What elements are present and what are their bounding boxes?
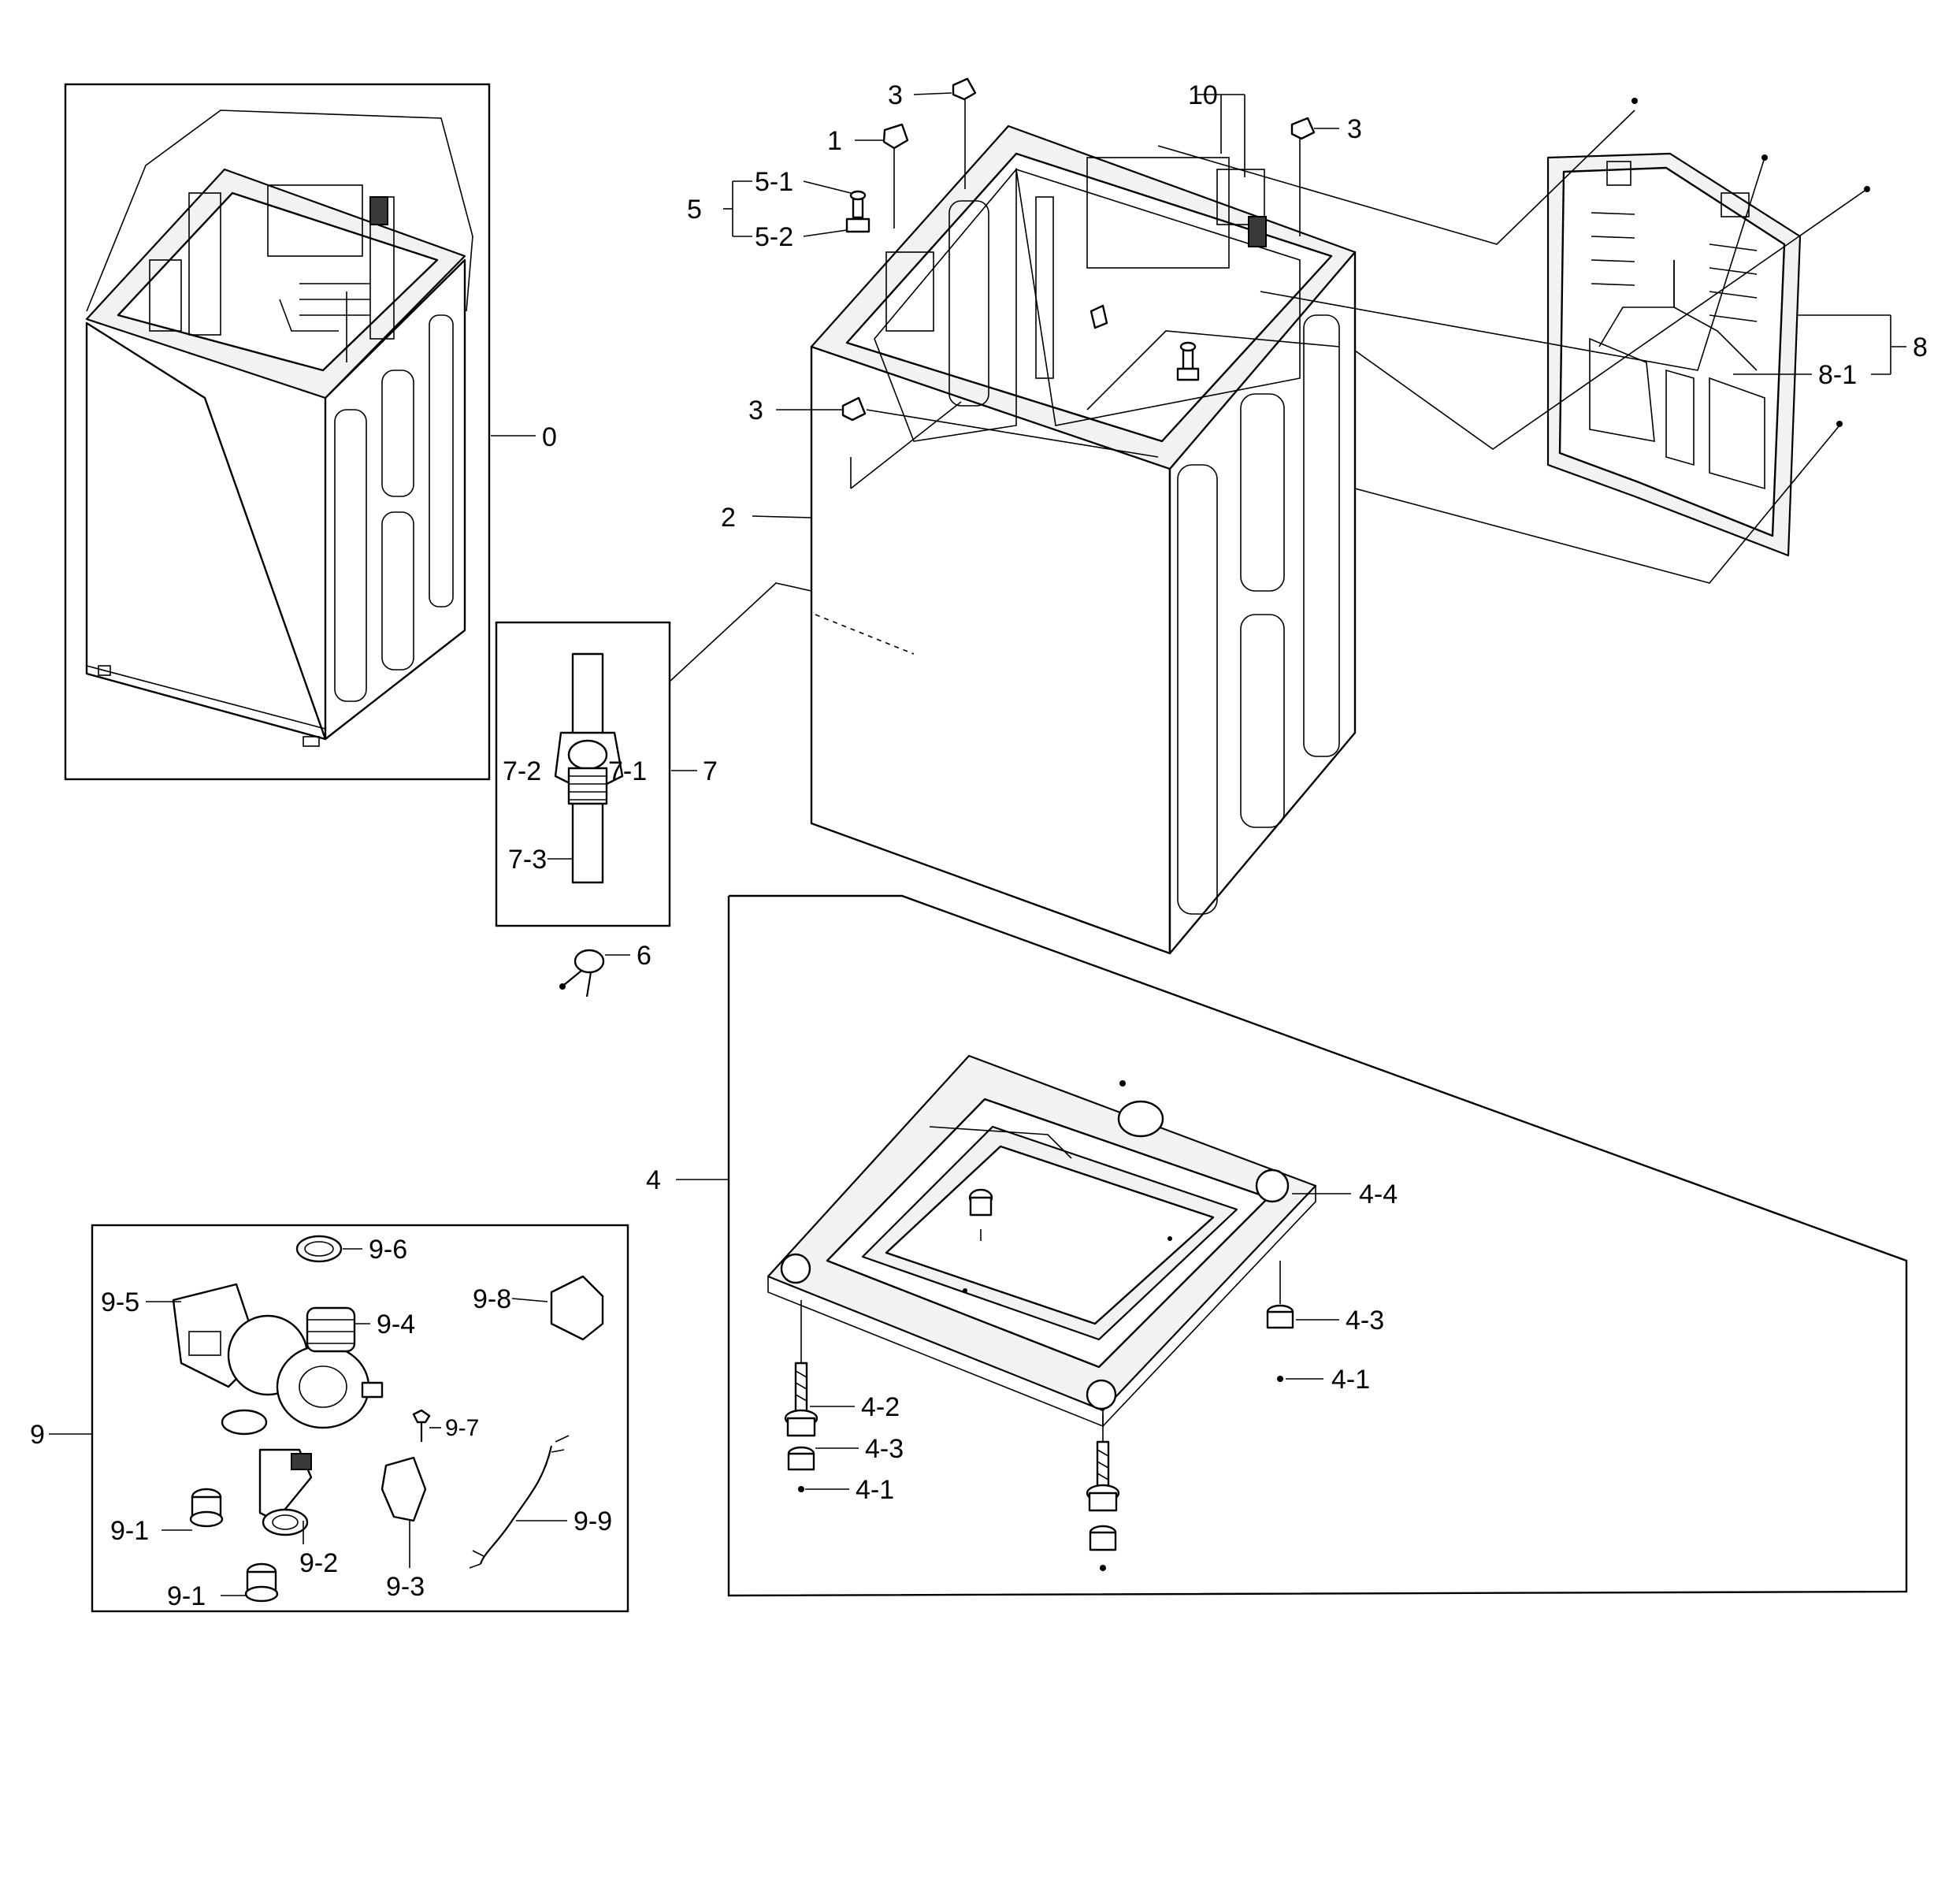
callout-9-5: 9-5: [101, 1287, 139, 1317]
callout-9: 9: [30, 1420, 45, 1450]
callout-9-1-upper: 9-1: [110, 1516, 149, 1546]
drain-hose-icon: [495, 621, 671, 927]
callout-5-1: 5-1: [755, 167, 793, 197]
callout-4-4: 4-4: [1359, 1180, 1398, 1209]
callout-4-2: 4-2: [861, 1392, 900, 1422]
callout-9-7: 9-7: [445, 1415, 479, 1441]
callout-4-3-right: 4-3: [1346, 1306, 1384, 1336]
hinge-pin-icon: [845, 190, 1200, 381]
callout-9-6: 9-6: [369, 1235, 407, 1265]
back-panel-icon: [1546, 98, 1870, 557]
callout-3-right: 3: [1347, 114, 1362, 144]
callout-9-1-lower: 9-1: [167, 1581, 206, 1611]
clamp-icon: [559, 949, 605, 998]
callout-4: 4: [646, 1165, 661, 1195]
callouts: 0 1 2 3 3 3 5 5-1 5-2 10 8 8-1 7 7-1 7-2…: [30, 80, 1928, 1611]
callout-7-2: 7-2: [503, 756, 541, 786]
leveling-leg-icon: [784, 1362, 1120, 1512]
callout-5: 5: [687, 195, 702, 225]
callout-10: 10: [1188, 80, 1218, 110]
callout-8-1: 8-1: [1818, 360, 1857, 390]
drain-pump-icon: [91, 1224, 629, 1613]
callout-9-4: 9-4: [377, 1310, 415, 1339]
pump-cap-icon: [189, 1488, 279, 1603]
callout-0: 0: [542, 422, 557, 452]
wire-harness-icon: [469, 1435, 570, 1569]
callout-4-3-left: 4-3: [865, 1434, 904, 1464]
leader-lines: [49, 92, 1906, 1596]
callout-7-3: 7-3: [508, 845, 547, 875]
callout-8: 8: [1913, 333, 1928, 362]
bracket-icon: [841, 77, 1316, 422]
callout-4-1-right: 4-1: [1331, 1365, 1370, 1395]
connector-icon: [380, 1275, 604, 1522]
callout-4-1-left: 4-1: [856, 1475, 894, 1505]
callout-9-2: 9-2: [299, 1548, 338, 1578]
cabinet-icon: [810, 124, 1357, 955]
callout-9-8: 9-8: [473, 1284, 511, 1314]
callout-7-1: 7-1: [608, 756, 647, 786]
callout-7: 7: [703, 756, 718, 786]
callout-2: 2: [721, 503, 736, 533]
assembly-guide-lines: [669, 110, 1868, 682]
callout-5-2: 5-2: [755, 222, 793, 252]
foot-pad-icon: [787, 1304, 1294, 1571]
callout-6: 6: [637, 941, 651, 971]
callout-3-left: 3: [748, 396, 763, 425]
assembled-cabinet-icon: [64, 83, 491, 781]
callout-1: 1: [827, 126, 842, 156]
callout-9-3: 9-3: [386, 1572, 425, 1602]
base-frame-icon: [727, 894, 1908, 1597]
callout-9-9: 9-9: [574, 1506, 612, 1536]
callout-3-top: 3: [888, 80, 903, 110]
